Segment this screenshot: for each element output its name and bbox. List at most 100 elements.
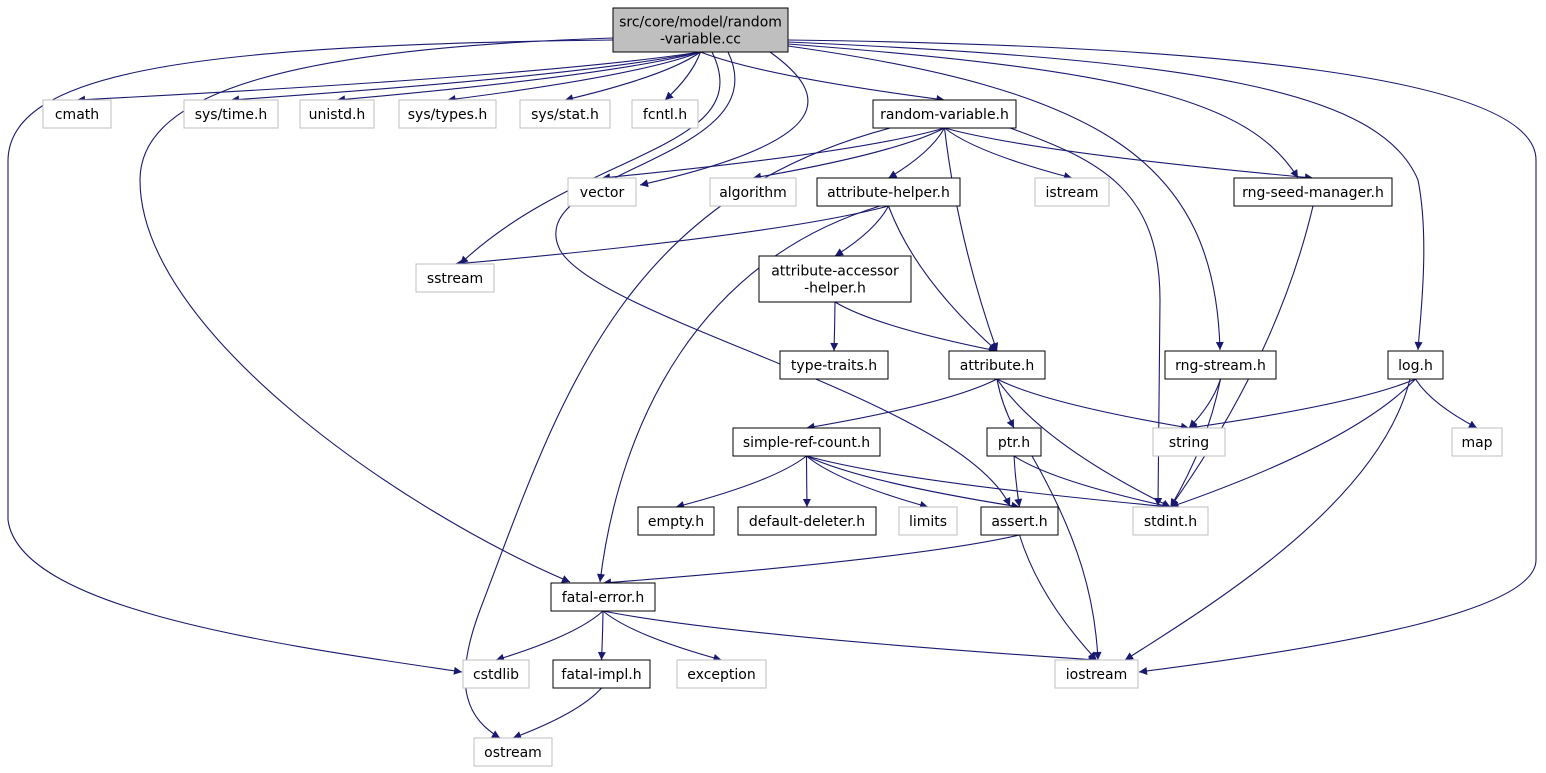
node-label: ostream	[484, 745, 542, 761]
node-label: sys/stat.h	[531, 107, 599, 123]
node-rngseed[interactable]: rng-seed-manager.h	[1233, 177, 1393, 207]
node-box	[183, 99, 279, 129]
node-box	[948, 350, 1046, 380]
edge-root-to-sstream	[459, 51, 721, 265]
node-box	[732, 427, 881, 457]
edge-rvh-to-istream	[944, 127, 1073, 180]
node-box	[552, 659, 651, 689]
node-label: -helper.h	[804, 281, 866, 297]
edge-rvh-to-rngseed	[944, 127, 1314, 182]
edge-ptr-to-iostream	[1031, 455, 1102, 661]
node-label: rng-seed-manager.h	[1242, 185, 1384, 201]
node-typetraits[interactable]: type-traits.h	[779, 350, 889, 380]
node-string: string	[1152, 427, 1226, 457]
node-box	[398, 99, 497, 129]
node-label: sys/time.h	[195, 107, 268, 123]
edge-root-to-unistd	[336, 51, 701, 104]
node-sysstat: sys/stat.h	[519, 99, 611, 129]
node-box	[1233, 177, 1393, 207]
node-box	[676, 659, 767, 689]
edge-rvh-to-ahelper	[888, 127, 945, 179]
node-box	[415, 263, 495, 293]
node-rngstream[interactable]: rng-stream.h	[1164, 350, 1277, 380]
node-box	[898, 506, 958, 536]
node-label: assert.h	[991, 514, 1047, 530]
node-attribute[interactable]: attribute.h	[948, 350, 1046, 380]
edge-rvh-to-attribute	[943, 127, 999, 352]
node-ptr[interactable]: ptr.h	[986, 427, 1042, 457]
edge-ahelper-to-aaccessor	[834, 205, 889, 257]
node-label: iostream	[1066, 667, 1128, 683]
node-empty[interactable]: empty.h	[637, 506, 715, 536]
node-rvh[interactable]: random-variable.h	[872, 99, 1017, 129]
node-fatalerror[interactable]: fatal-error.h	[550, 582, 656, 612]
edge-fatalerror-to-iostream	[602, 610, 1097, 664]
node-limits: limits	[898, 506, 958, 536]
node-algorithm: algorithm	[709, 177, 797, 207]
node-label: default-deleter.h	[749, 514, 865, 530]
node-box	[519, 99, 611, 129]
node-defdeleter[interactable]: default-deleter.h	[737, 506, 877, 536]
node-assert[interactable]: assert.h	[980, 506, 1059, 536]
node-label: fatal-error.h	[562, 590, 644, 606]
edge-root-to-rngseed	[787, 43, 1299, 179]
node-label: algorithm	[719, 185, 787, 201]
edge-root-to-systypes	[447, 51, 701, 103]
node-box	[1054, 659, 1139, 689]
edge-srefcount-to-empty	[675, 455, 807, 509]
edges-layer	[7, 37, 1537, 739]
edge-ahelper-to-sstream	[454, 205, 889, 268]
edge-srefcount-to-stdint	[806, 455, 1171, 511]
edge-assert-to-fatalerror	[602, 534, 1020, 587]
node-box	[816, 177, 961, 207]
node-stdint: stdint.h	[1132, 506, 1209, 536]
node-box	[1451, 427, 1503, 457]
edge-fatalerror-to-cstdlib	[495, 610, 604, 662]
node-unistd: unistd.h	[299, 99, 375, 129]
edge-ptr-to-stdint	[1013, 455, 1171, 510]
node-sstream: sstream	[415, 263, 495, 293]
node-label: empty.h	[648, 514, 704, 530]
edge-log-to-map	[1415, 378, 1478, 429]
edge-ptr-to-assert	[1013, 455, 1023, 508]
node-fatalimpl[interactable]: fatal-impl.h	[552, 659, 651, 689]
node-ahelper[interactable]: attribute-helper.h	[816, 177, 961, 207]
node-box	[612, 7, 789, 53]
node-exception: exception	[676, 659, 767, 689]
edge-root-to-fatalerror	[139, 37, 614, 583]
node-root[interactable]: src/core/model/random-variable.cc	[612, 7, 789, 53]
node-label: random-variable.h	[880, 107, 1009, 123]
node-box	[299, 99, 375, 129]
edge-root-to-systime	[230, 51, 701, 104]
node-label: ptr.h	[998, 435, 1030, 451]
edge-srefcount-to-limits	[806, 455, 929, 509]
node-box	[567, 177, 637, 207]
node-iostream: iostream	[1054, 659, 1139, 689]
edge-rvh-to-stdint	[1009, 127, 1163, 507]
node-box	[1164, 350, 1277, 380]
edge-srefcount-to-defdeleter	[802, 455, 811, 508]
node-aaccessor[interactable]: attribute-accessor-helper.h	[758, 255, 912, 303]
edge-fatalerror-to-fatalimpl	[597, 610, 606, 661]
node-label: sys/types.h	[408, 107, 487, 123]
edge-rvh-to-algorithm	[752, 127, 945, 181]
edge-attribute-to-stdint	[996, 378, 1171, 508]
node-srefcount[interactable]: simple-ref-count.h	[732, 427, 881, 457]
node-log[interactable]: log.h	[1387, 350, 1444, 380]
edge-ahelper-to-fatalerror	[597, 205, 881, 583]
edge-ahelper-to-attribute	[887, 205, 998, 352]
node-label: -variable.cc	[660, 32, 741, 48]
node-label: attribute-accessor	[771, 264, 899, 280]
node-map: map	[1451, 427, 1503, 457]
node-systime: sys/time.h	[183, 99, 279, 129]
edge-root-to-iostream	[787, 39, 1537, 675]
edge-root-to-rvh	[700, 51, 945, 103]
edge-fatalerror-to-exception	[602, 610, 722, 662]
node-label: rng-stream.h	[1175, 358, 1266, 374]
node-label: sstream	[427, 271, 483, 287]
edge-assert-to-iostream	[1018, 534, 1097, 661]
node-box	[550, 582, 656, 612]
node-box	[709, 177, 797, 207]
